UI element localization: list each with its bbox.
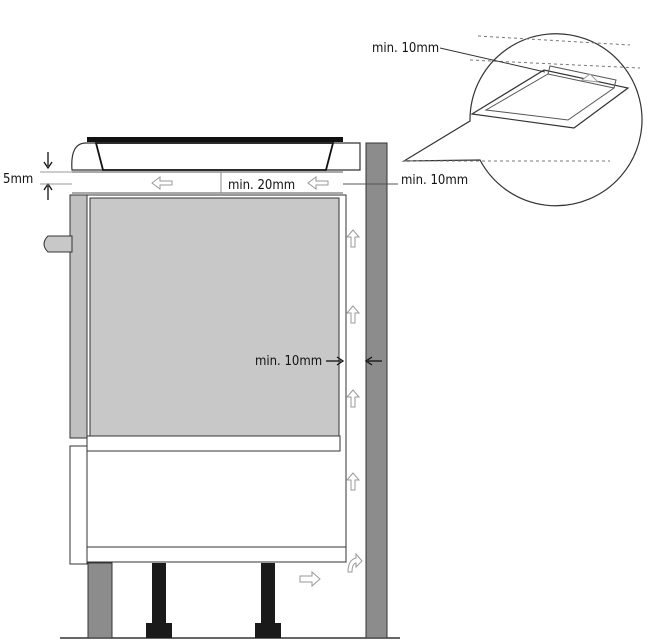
hob-glass	[87, 137, 343, 142]
hollow-arrow-icon	[345, 305, 361, 324]
dimension-arrow-icon	[326, 356, 382, 366]
dimension-arrow-icon	[40, 152, 72, 200]
label-gap-rear-horizontal: min. 20mm	[228, 178, 295, 193]
oven-handle	[43, 235, 73, 253]
label-gap-rear-vertical: min. 10mm	[401, 173, 468, 188]
label-gap-top: 5mm	[3, 172, 33, 187]
rear-wall	[365, 142, 388, 639]
hollow-arrow-icon	[307, 176, 329, 190]
hollow-arrow-icon	[299, 570, 321, 588]
oven-door	[69, 194, 88, 439]
cabinet-leg-right	[255, 563, 281, 638]
cabinet-leg-left	[146, 563, 172, 638]
front-plinth-leg	[87, 562, 113, 639]
label-gap-back-panel: min. 10mm	[255, 354, 322, 369]
drawer-front	[69, 445, 88, 565]
hollow-arrow-icon	[345, 389, 361, 408]
oven-rail	[86, 435, 341, 452]
detail-callout	[401, 33, 643, 207]
hob-body	[94, 142, 335, 171]
hollow-arrow-icon	[345, 229, 361, 248]
label-gap-detail: min. 10mm	[372, 41, 439, 56]
oven-body	[89, 197, 340, 437]
base-panel	[86, 546, 347, 563]
hollow-arrow-icon	[151, 176, 173, 190]
hollow-arrow-icon	[345, 472, 361, 491]
hollow-arrow-icon	[347, 552, 363, 573]
